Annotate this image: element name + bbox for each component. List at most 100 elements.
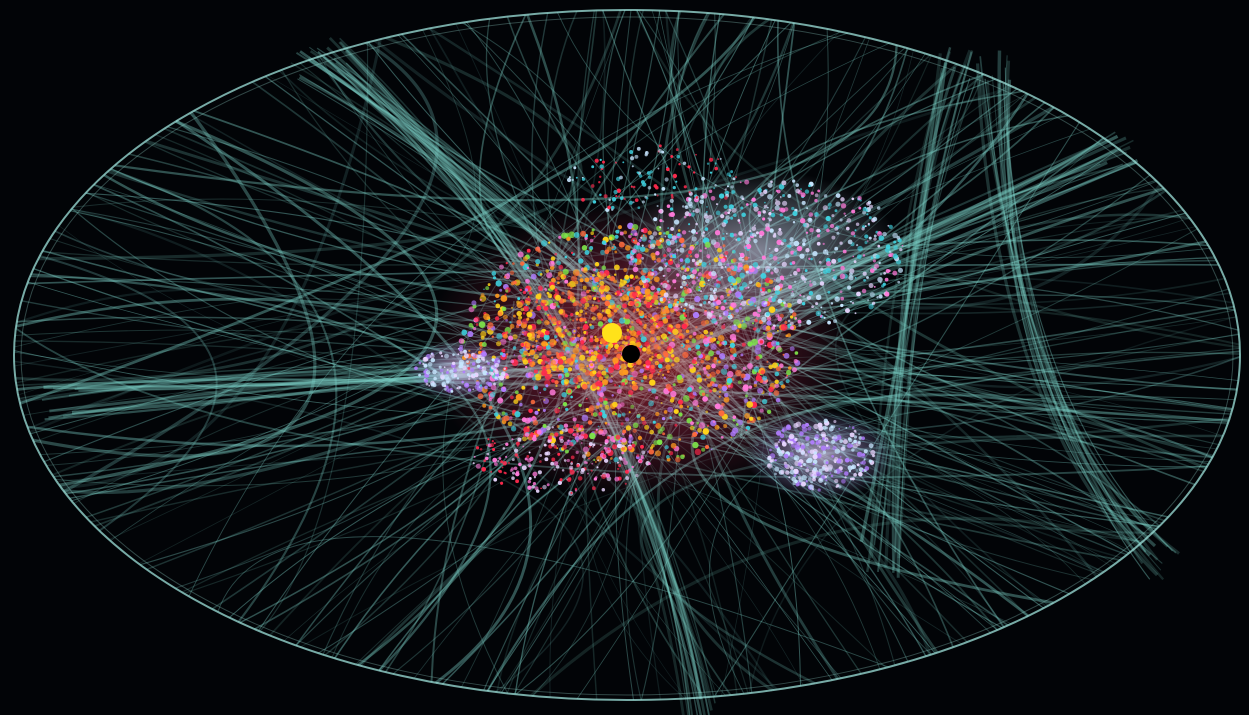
node [682,265,686,269]
node [543,398,546,401]
node [617,461,619,464]
node [607,346,612,350]
node [656,194,659,197]
node [632,248,637,254]
node [802,242,806,246]
node [896,236,901,240]
node [791,260,796,265]
node [579,317,584,322]
node [820,445,827,451]
node [698,280,700,282]
node [561,469,565,472]
node [651,272,655,276]
node [802,238,807,243]
node [856,244,859,247]
node [595,404,600,409]
node [623,267,628,273]
node [857,441,861,444]
node [473,327,477,331]
node [793,251,798,256]
node [669,211,675,217]
node [769,253,773,258]
node [696,363,700,366]
node [646,171,651,175]
node [691,338,697,344]
node [449,369,454,374]
node [613,189,618,195]
node [574,489,578,492]
node [499,352,504,356]
node [607,423,610,426]
node [786,424,791,430]
node [792,367,797,373]
node [542,408,546,412]
node [777,359,779,362]
node [473,373,476,376]
node [606,376,609,379]
node [740,195,744,199]
node [545,364,551,370]
node [561,342,564,346]
node [651,355,654,359]
node [755,355,760,361]
node [827,464,833,470]
node [728,290,732,294]
node [773,390,780,396]
node [731,190,736,194]
node [809,449,815,455]
node [617,413,622,418]
node [501,306,507,312]
node [663,232,666,235]
node [726,370,734,378]
node [765,223,770,228]
node [809,227,814,233]
node [861,460,866,465]
node [884,277,889,282]
node [638,238,642,243]
node [604,353,609,358]
node [730,306,734,311]
node [667,227,670,230]
node [778,438,782,442]
node [654,260,657,263]
node [840,203,847,209]
node [643,300,648,305]
node [443,374,450,380]
node [766,360,769,363]
node [866,240,869,243]
node [543,334,550,341]
node [876,206,881,210]
node [732,415,737,419]
node [572,417,577,422]
node [688,213,692,217]
node [713,356,718,361]
node [544,312,547,315]
node [570,286,573,290]
node [670,390,677,398]
node [626,254,631,259]
node [797,481,800,484]
node [776,363,779,365]
node [500,460,504,464]
node [708,189,713,193]
node [793,474,797,478]
node [532,376,537,381]
node [833,319,838,324]
node [636,454,640,458]
node [706,334,709,337]
node [539,391,542,394]
node [868,216,872,220]
node [863,458,866,461]
node [482,403,487,408]
node [598,345,602,348]
node [584,249,590,256]
node [722,244,726,248]
node [584,302,590,308]
node [515,471,520,477]
node [845,220,848,223]
node [586,290,590,294]
node [777,261,780,264]
node [731,207,737,213]
node [848,425,851,428]
node [585,350,589,354]
